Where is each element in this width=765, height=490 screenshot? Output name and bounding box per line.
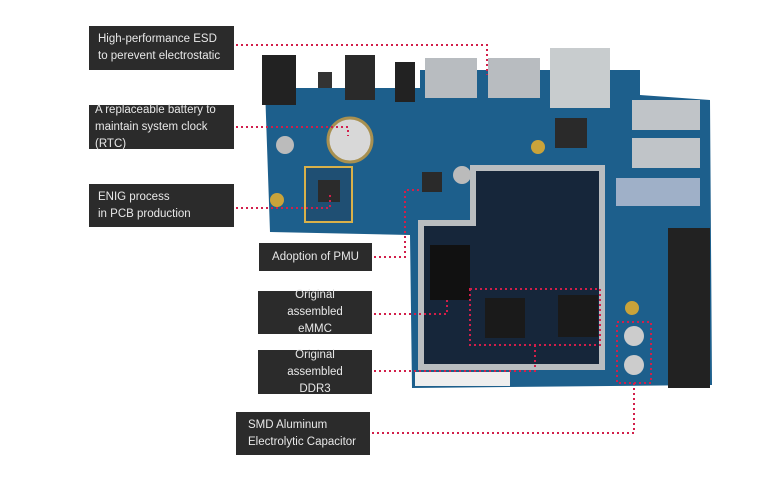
callout-text: to perevent electrostatic (98, 50, 221, 62)
audio-jack (345, 55, 375, 100)
callout-text: ENIG process (98, 190, 170, 203)
callout-emmc: Original assembled eMMC (258, 289, 372, 335)
callout-smd-capacitor: SMD Aluminum Electrolytic Capacitor (236, 412, 370, 455)
ddr3-chip-2 (558, 295, 598, 337)
callout-text: High-performance ESD (98, 33, 217, 45)
dc-jack (262, 55, 296, 105)
callout-text: Adoption of PMU (272, 250, 359, 263)
av-jack (395, 62, 415, 102)
soc-chip (318, 180, 340, 202)
callout-text: maintain system clock (RTC) (95, 120, 208, 150)
leader-line-smd (372, 383, 635, 434)
pmu-chip (422, 172, 442, 192)
capacitor-3 (276, 136, 294, 154)
sata-connector (668, 228, 710, 388)
wifi-module (304, 166, 353, 223)
mount-hole (531, 140, 545, 154)
leader-line-ddr3 (374, 345, 536, 372)
capacitor-2 (624, 355, 644, 375)
capacitor-highlight (616, 321, 652, 384)
callout-text: Original assembled (287, 348, 343, 378)
emmc-chip (430, 245, 470, 300)
capacitor-1 (624, 326, 644, 346)
capacitor-4 (453, 166, 471, 184)
hdmi-port-1 (425, 58, 477, 98)
callout-text: Electrolytic Capacitor (248, 435, 357, 448)
hdmi-port-2 (488, 58, 540, 98)
callout-text: DDR3 (299, 382, 331, 395)
leader-line-esd (236, 44, 488, 75)
usb-port-1 (632, 100, 700, 130)
usb-port-3 (616, 178, 700, 206)
callout-text: A replaceable battery to (95, 103, 216, 116)
ethernet-port (550, 48, 610, 108)
callout-enig: ENIG process in PCB production (89, 184, 234, 227)
button (318, 72, 332, 88)
ethernet-chip (555, 118, 587, 148)
callout-text: SMD Aluminum (248, 418, 328, 431)
mount-hole (625, 301, 639, 315)
callout-ddr3: Original assembled DDR3 (258, 348, 372, 395)
ddr3-chip-1 (485, 298, 525, 338)
leader-line-battery (236, 126, 349, 136)
leader-line-pmu (374, 189, 420, 258)
rtc-battery (326, 116, 374, 164)
pin-header (415, 372, 510, 386)
callout-pmu: Adoption of PMU (259, 243, 372, 271)
leader-line-enig (236, 192, 331, 209)
usb-port-2 (632, 138, 700, 168)
callout-text: eMMC (298, 323, 332, 335)
callout-esd: High-performance ESD to perevent electro… (89, 26, 234, 70)
ddr3-highlight (469, 288, 601, 346)
mount-hole (270, 193, 284, 207)
callout-text: Original assembled (287, 289, 343, 318)
callout-text: in PCB production (98, 207, 191, 220)
callout-battery: A replaceable battery to maintain system… (89, 103, 234, 150)
